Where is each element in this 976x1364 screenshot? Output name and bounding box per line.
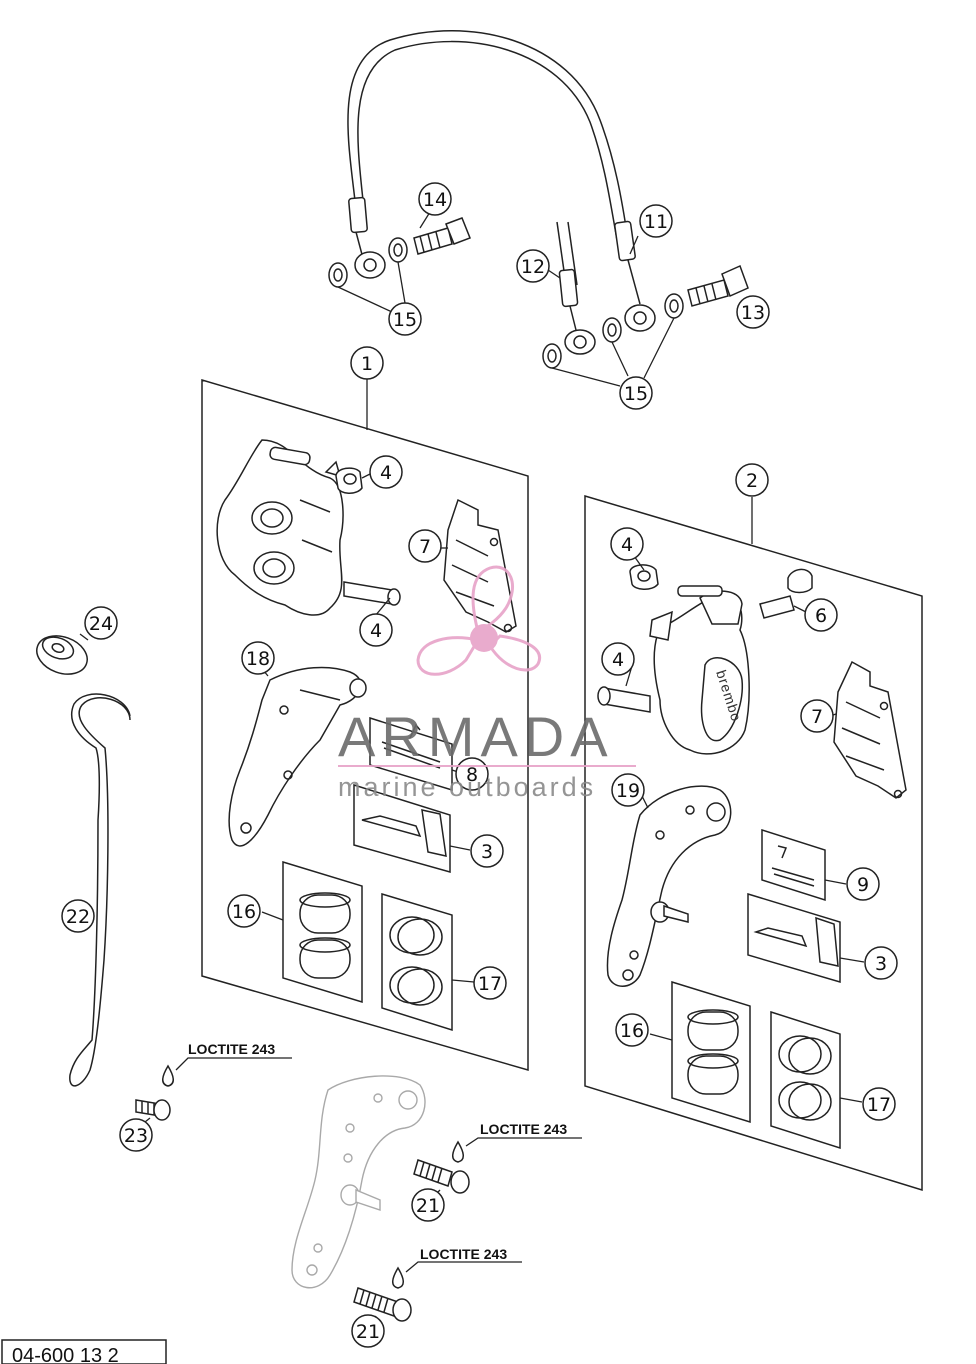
svg-text:7: 7 bbox=[419, 536, 431, 558]
callout-6: 6 bbox=[804, 598, 838, 632]
svg-text:14: 14 bbox=[423, 189, 447, 211]
svg-text:9: 9 bbox=[857, 874, 869, 896]
watermark-subtitle: marine outboards bbox=[338, 772, 596, 802]
svg-text:13: 13 bbox=[741, 302, 765, 324]
svg-text:4: 4 bbox=[370, 620, 382, 642]
svg-text:18: 18 bbox=[246, 648, 270, 670]
callout-22: 22 bbox=[61, 899, 95, 933]
drawing-code: 04-600 13 2 bbox=[12, 1345, 119, 1364]
screw-21-upper bbox=[413, 1159, 470, 1194]
svg-text:8: 8 bbox=[466, 764, 478, 786]
callout-24: 24 bbox=[84, 606, 118, 640]
svg-text:24: 24 bbox=[89, 613, 113, 635]
callout-15: 15 bbox=[619, 376, 653, 410]
svg-text:4: 4 bbox=[612, 649, 624, 671]
loctite-note-1: LOCTITE 243 bbox=[162, 1041, 292, 1087]
callout-4: 4 bbox=[610, 527, 644, 561]
svg-text:1: 1 bbox=[361, 353, 373, 375]
svg-text:16: 16 bbox=[620, 1020, 644, 1042]
svg-text:4: 4 bbox=[621, 534, 633, 556]
svg-text:16: 16 bbox=[232, 901, 256, 923]
callout-4: 4 bbox=[601, 642, 635, 676]
brake-pads-right bbox=[833, 660, 907, 799]
caliper-kit-board-left bbox=[201, 378, 529, 1071]
banjo-bolts bbox=[413, 217, 749, 307]
callout-9: 9 bbox=[846, 867, 880, 901]
callout-14: 14 bbox=[418, 182, 452, 216]
callout-7: 7 bbox=[408, 529, 442, 563]
callout-23: 23 bbox=[119, 1118, 153, 1152]
callout-19: 19 bbox=[611, 773, 645, 807]
svg-text:6: 6 bbox=[815, 605, 827, 627]
grommet bbox=[36, 635, 88, 675]
callout-18: 18 bbox=[241, 641, 275, 675]
callout-11: 11 bbox=[639, 204, 673, 238]
callout-7: 7 bbox=[800, 699, 834, 733]
screw-23 bbox=[135, 1099, 171, 1121]
callout-17: 17 bbox=[862, 1087, 896, 1121]
svg-text:3: 3 bbox=[481, 841, 493, 863]
callout-12: 12 bbox=[516, 249, 550, 283]
svg-text:15: 15 bbox=[393, 309, 417, 331]
loctite-note-3: LOCTITE 243 bbox=[392, 1246, 522, 1289]
svg-text:3: 3 bbox=[875, 953, 887, 975]
callout-3: 3 bbox=[470, 834, 504, 868]
fork-bracket-outline bbox=[291, 1075, 426, 1289]
caliper-right: brembo bbox=[649, 585, 750, 755]
svg-text:2: 2 bbox=[746, 470, 758, 492]
callout-15: 15 bbox=[388, 302, 422, 336]
svg-text:21: 21 bbox=[416, 1195, 440, 1217]
callout-3: 3 bbox=[864, 946, 898, 980]
callout-4: 4 bbox=[359, 613, 393, 647]
propeller-logo bbox=[416, 565, 542, 676]
callout-4: 4 bbox=[369, 455, 403, 489]
callout-16: 16 bbox=[227, 894, 261, 928]
brake-hose-guide-wire bbox=[69, 693, 131, 1087]
callout-13: 13 bbox=[736, 295, 770, 329]
svg-text:11: 11 bbox=[644, 211, 668, 233]
loctite-label: LOCTITE 243 bbox=[480, 1121, 567, 1137]
brake-line-short bbox=[556, 221, 596, 355]
caliper-left bbox=[216, 439, 344, 616]
svg-text:12: 12 bbox=[521, 256, 545, 278]
callout-2: 2 bbox=[735, 463, 769, 497]
callout-1: 1 bbox=[350, 346, 384, 380]
callout-16: 16 bbox=[615, 1013, 649, 1047]
loctite-label: LOCTITE 243 bbox=[420, 1246, 507, 1262]
callout-21: 21 bbox=[351, 1314, 385, 1348]
brake-hose bbox=[347, 29, 656, 332]
loctite-note-2: LOCTITE 243 bbox=[452, 1121, 582, 1163]
caliper-bracket-right bbox=[606, 785, 732, 987]
svg-text:21: 21 bbox=[356, 1321, 380, 1343]
callout-17: 17 bbox=[473, 966, 507, 1000]
watermark: ARMADA marine outboards bbox=[338, 565, 636, 802]
loctite-label: LOCTITE 243 bbox=[188, 1041, 275, 1057]
watermark-title: ARMADA bbox=[338, 705, 614, 768]
svg-text:7: 7 bbox=[811, 706, 823, 728]
svg-text:19: 19 bbox=[616, 780, 640, 802]
callout-group: 1 2 3 3 4 4 4 4 6 7 7 8 9 11 12 13 14 15… bbox=[61, 182, 898, 1348]
drawing-code-box: 04-600 13 2 bbox=[1, 1339, 167, 1364]
callout-21: 21 bbox=[411, 1188, 445, 1222]
screw-21-lower bbox=[353, 1287, 412, 1322]
caliper-kit-board-right: brembo bbox=[584, 494, 923, 1192]
brake-pads-left bbox=[443, 498, 517, 633]
caliper-bracket-left bbox=[228, 666, 367, 847]
svg-text:23: 23 bbox=[124, 1125, 148, 1147]
svg-text:22: 22 bbox=[66, 906, 90, 928]
svg-text:17: 17 bbox=[478, 973, 502, 995]
svg-text:17: 17 bbox=[867, 1094, 891, 1116]
svg-text:15: 15 bbox=[624, 383, 648, 405]
svg-text:4: 4 bbox=[380, 462, 392, 484]
